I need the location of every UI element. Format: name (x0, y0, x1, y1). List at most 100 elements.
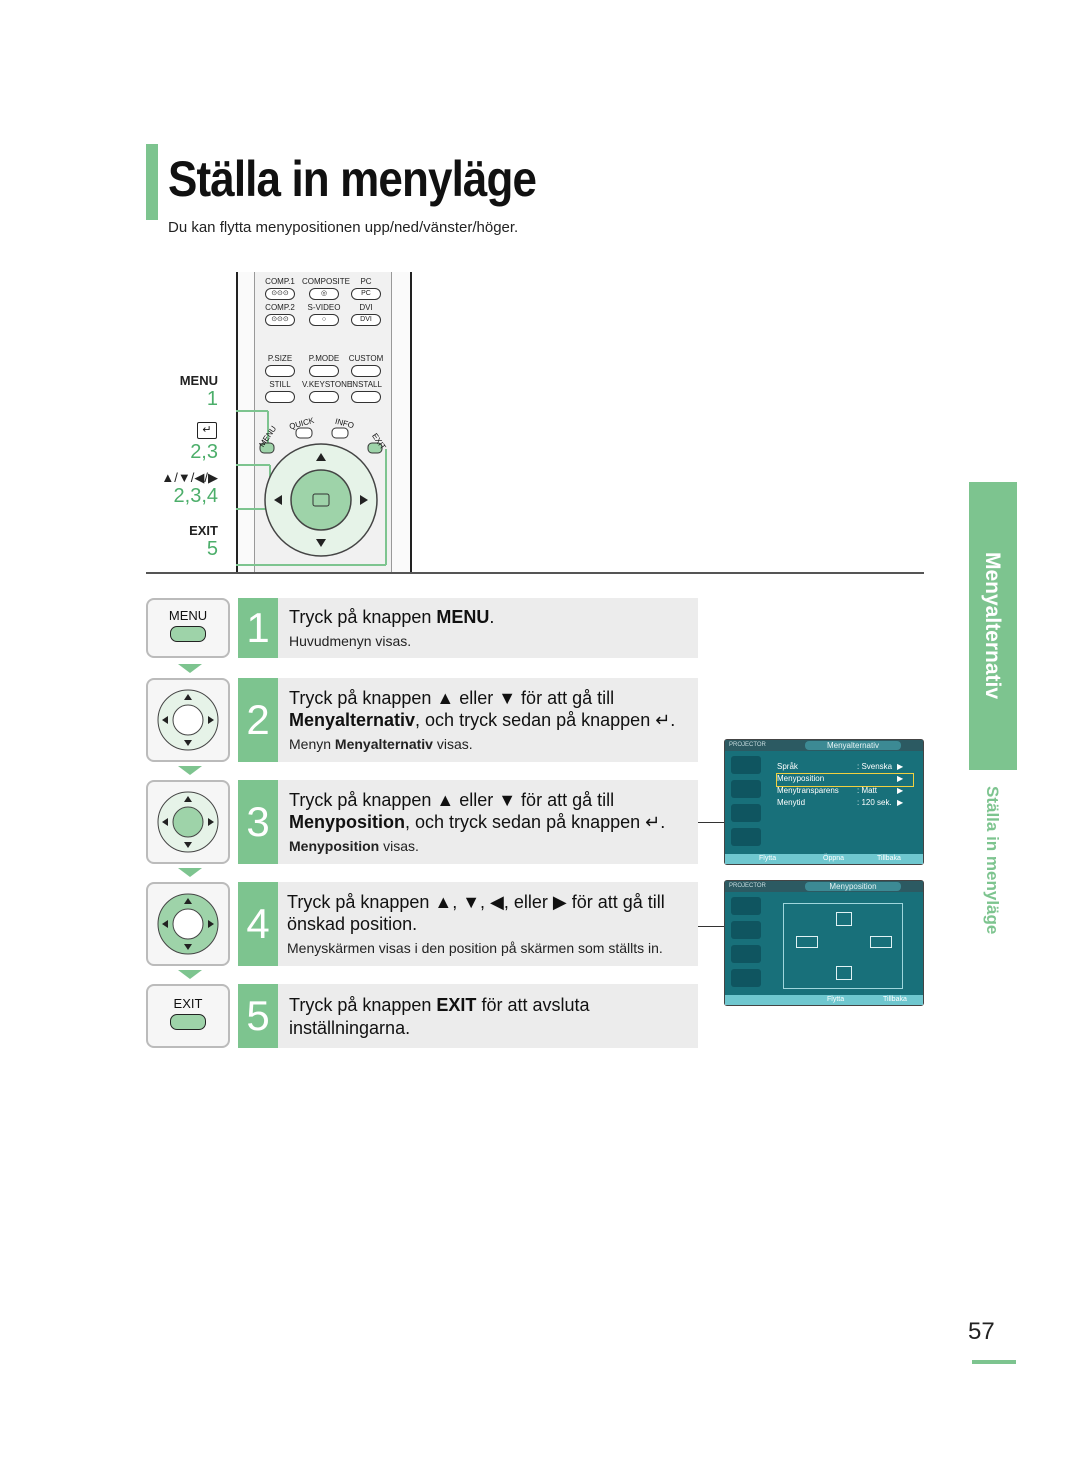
page-number: 57 (968, 1318, 995, 1345)
remote-button-custom[interactable] (351, 365, 381, 377)
remote-label-dvi: DVI (359, 303, 373, 312)
step5-exit-button-icon: EXIT (146, 984, 230, 1048)
step3-number: 3 (238, 780, 278, 864)
remote-button-comp2[interactable]: ⊙⊙⊙ (265, 314, 295, 326)
menu-key-icon (170, 626, 206, 642)
step2-box: Tryck på knappen ▲ eller ▼ för att gå ti… (278, 678, 698, 762)
osd1-picture-icon (731, 780, 761, 798)
exit-key-icon (170, 1014, 206, 1030)
remote-button-still[interactable] (265, 391, 295, 403)
osd1-row[interactable]: Menytransparens: Matt▶ (777, 786, 904, 795)
step2-number: 2 (238, 678, 278, 762)
step4-instruction: Tryck på knappen ▲, ▼, ◀, eller ▶ för at… (287, 892, 665, 912)
step3-result: Menyposition visas. (289, 838, 419, 854)
osd2-position-area (783, 903, 903, 989)
remote-button-composite[interactable]: ◎ (309, 288, 339, 300)
osd1-row[interactable]: Språk: Svenska▶ (777, 762, 904, 771)
step4-result: Menyskärmen visas i den position på skär… (287, 940, 663, 956)
position-down-icon[interactable] (836, 966, 852, 980)
position-right-icon[interactable] (870, 936, 892, 948)
step2-dpad-icon (146, 678, 230, 762)
osd2-title: Menyposition (805, 882, 901, 891)
chapter-tab-label: Menyalternativ (981, 552, 1004, 700)
step-arrow-icon (178, 868, 202, 877)
step1-menu-button-icon: MENU (146, 598, 230, 658)
section-divider (146, 572, 924, 574)
remote-label-composite: COMPOSITE (302, 277, 351, 286)
osd2-setup-icon (731, 945, 761, 963)
remote-label-svideo: S-VIDEO (307, 303, 341, 312)
step1-box: Tryck på knappen MENU. Huvudmenyn visas. (278, 598, 698, 658)
side-label-menu: MENU (179, 373, 218, 388)
osd2-input-icon (731, 897, 761, 915)
remote-label-custom: CUSTOM (348, 354, 384, 363)
step-arrow-icon (178, 970, 202, 979)
step5-instruction-2: inställningarna. (289, 1018, 411, 1038)
step3-box: Tryck på knappen ▲ eller ▼ för att gå ti… (278, 780, 698, 864)
osd2-brand: PROJECTOR (729, 883, 766, 889)
position-up-icon[interactable] (836, 912, 852, 926)
osd2-picture-icon (731, 921, 761, 939)
osd1-row[interactable]: Menytid: 120 sek.▶ (777, 798, 904, 807)
remote-label-pmode: P.MODE (308, 354, 340, 363)
step5-number: 5 (238, 984, 278, 1048)
step3-instruction: Tryck på knappen ▲ eller ▼ för att gå ti… (289, 790, 615, 810)
osd1-input-icon (731, 756, 761, 774)
remote-button-vkeystone[interactable] (309, 391, 339, 403)
side-number-exit: 5 (206, 538, 218, 560)
side-number-enter: 2,3 (190, 441, 218, 463)
step3-instruction-2: Menyposition, och tryck sedan på knappen… (289, 812, 666, 832)
osd2-option-icon (731, 969, 761, 987)
step4-number: 4 (238, 882, 278, 966)
step5-box: Tryck på knappen EXIT för att avsluta in… (278, 984, 698, 1048)
step3-dpad-icon (146, 780, 230, 864)
osd1-setup-icon (731, 804, 761, 822)
remote-label-comp1: COMP.1 (265, 277, 295, 286)
osd1-option-icon (731, 828, 761, 846)
remote-button-psize[interactable] (265, 365, 295, 377)
menu-key-label: MENU (168, 608, 208, 623)
remote-button-pmode[interactable] (309, 365, 339, 377)
osd1-footer: Flytta Öppna Tillbaka (725, 854, 923, 864)
step1-number: 1 (238, 598, 278, 658)
osd-menyposition-screen: PROJECTOR Menyposition Flytta Tillbaka (724, 880, 924, 1006)
osd2-footer: Flytta Tillbaka (725, 995, 923, 1005)
step1-result: Huvudmenyn visas. (289, 633, 412, 649)
step-arrow-icon (178, 664, 202, 673)
remote-label-psize: P.SIZE (267, 354, 293, 363)
osd1-title: Menyalternativ (805, 741, 901, 750)
remote-label-vkeystone: V.KEYSTONE (302, 380, 353, 389)
side-number-menu: 1 (206, 388, 218, 410)
step1-instruction: Tryck på knappen MENU. (289, 607, 495, 627)
step-arrow-icon (178, 766, 202, 775)
page-subtitle: Du kan flytta menypositionen upp/ned/vän… (168, 219, 519, 236)
remote-button-pc[interactable]: PC (351, 288, 381, 300)
step2-result: Menyn Menyalternativ visas. (289, 736, 473, 752)
osd2-footer-move: Flytta (827, 996, 845, 1003)
osd1-connector (698, 822, 724, 823)
page-number-bar (972, 1360, 1016, 1364)
page-title: Ställa in menyläge (168, 151, 537, 207)
side-number-arrows: 2,3,4 (173, 485, 218, 507)
step2-instruction-2: Menyalternativ, och tryck sedan på knapp… (289, 710, 676, 730)
remote-dpad-graphic (236, 410, 387, 566)
osd1-menu-list: Språk: Svenska▶ Menyposition▶ Menytransp… (776, 762, 914, 810)
osd2-header: PROJECTOR Menyposition (725, 881, 923, 892)
osd1-footer-move: Flytta (759, 855, 777, 862)
remote-button-dvi[interactable]: DVI (351, 314, 381, 326)
remote-button-svideo[interactable]: ○ (309, 314, 339, 326)
osd2-footer-back: Tillbaka (883, 996, 907, 1003)
enter-icon: ↵ (197, 422, 217, 439)
remote-label-comp2: COMP.2 (265, 303, 295, 312)
step4-dpad-icon (146, 882, 230, 966)
step2-instruction: Tryck på knappen ▲ eller ▼ för att gå ti… (289, 688, 615, 708)
remote-label-install: INSTALL (350, 380, 382, 389)
osd1-row-selected[interactable]: Menyposition▶ (776, 773, 914, 787)
position-left-icon[interactable] (796, 936, 818, 948)
osd-menyalternativ-screen: PROJECTOR Menyalternativ Språk: Svenska▶… (724, 739, 924, 865)
remote-button-comp1[interactable]: ⊙⊙⊙ (265, 288, 295, 300)
side-label-arrows: ▲/▼/◀/▶ (161, 470, 218, 485)
osd1-footer-open: Öppna (823, 855, 845, 862)
exit-key-label: EXIT (173, 996, 203, 1011)
remote-button-install[interactable] (351, 391, 381, 403)
